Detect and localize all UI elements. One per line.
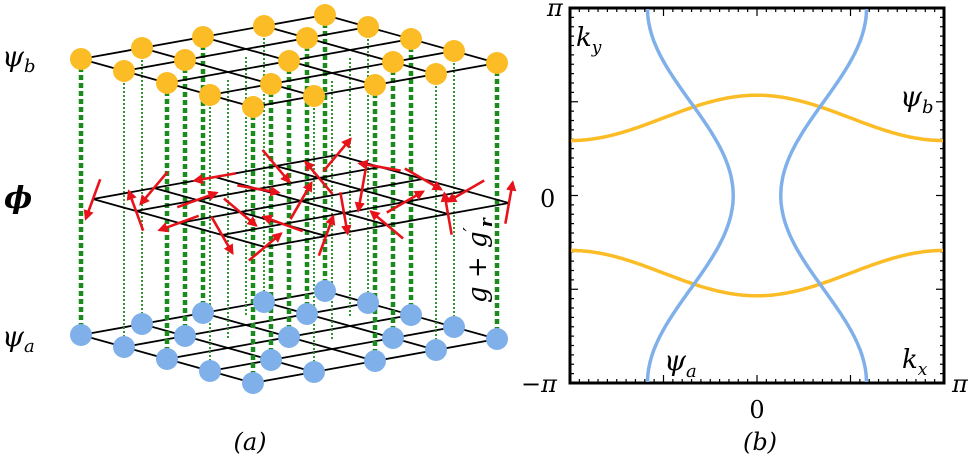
psi-b-site — [296, 27, 318, 49]
psi-b-site — [425, 63, 447, 85]
psi-b-site — [192, 26, 214, 48]
psi-a-curve-label: ψa — [664, 344, 697, 382]
psi-b-site — [174, 49, 196, 71]
psi-a-site — [156, 348, 178, 370]
psi-b-site — [278, 50, 300, 72]
spin-arrow — [261, 149, 291, 184]
spin-arrow — [289, 181, 313, 220]
psi-b-site — [443, 40, 465, 62]
axis-ticks — [569, 7, 945, 384]
spin-arrow — [339, 192, 352, 236]
psi-a-layer-label: ψa — [2, 320, 35, 357]
spin-arrow — [354, 169, 367, 213]
psi-a-site — [364, 350, 386, 372]
psi-b-site — [400, 28, 422, 50]
phi-layer-label: ϕ — [4, 181, 32, 216]
panel-b: π 0 −π 0 π ky kx ψb ψa (b) — [521, 0, 969, 456]
psi-a-site — [70, 324, 92, 346]
psi-b-site — [156, 72, 178, 94]
panel-a-caption: (a) — [233, 428, 266, 456]
psi-a-site — [400, 304, 422, 326]
psi-a-site — [296, 303, 318, 325]
spin-arrow — [248, 232, 283, 262]
y-mid-label: 0 — [540, 185, 555, 213]
psi-b-site — [364, 74, 386, 96]
spin-arrow — [304, 160, 334, 195]
psi-a-site — [113, 336, 135, 358]
spin-arrow — [357, 159, 401, 172]
psi-b-layer-label: ψb — [2, 40, 36, 77]
psi-b-site — [242, 96, 264, 118]
psi-a-site — [357, 292, 379, 314]
spin-arrow — [404, 167, 443, 191]
spin-arrow — [322, 137, 352, 172]
spin-arrow — [386, 190, 425, 214]
psi-b-site — [131, 37, 153, 59]
kx-label: kx — [902, 345, 928, 380]
spin-arrow — [369, 210, 404, 240]
psi-a-site — [242, 372, 264, 394]
spin-arrow — [440, 191, 453, 235]
spin-arrow — [192, 172, 236, 185]
spin-arrow — [446, 179, 485, 203]
psi-a-curve — [645, 9, 869, 382]
psi-b-sites — [70, 4, 508, 118]
spin-arrow — [210, 216, 234, 255]
x-mid-label: 0 — [749, 396, 764, 424]
psi-a-site — [303, 361, 325, 383]
psi-a-site — [486, 328, 508, 350]
psi-a-site — [443, 316, 465, 338]
psi-b-site — [199, 84, 221, 106]
psi-a-site — [425, 339, 447, 361]
psi-b-site — [382, 51, 404, 73]
psi-b-curve — [571, 93, 943, 298]
spin-arrow — [317, 214, 336, 257]
lattice-line — [123, 302, 369, 348]
psi-a-site — [382, 327, 404, 349]
psi-a-site — [260, 349, 282, 371]
psi-a-site — [278, 326, 300, 348]
x-right-label: π — [951, 370, 969, 398]
psi-b-curve-label: ψb — [900, 80, 934, 118]
lattice-line — [263, 301, 437, 351]
spin-arrow — [176, 190, 219, 209]
psi-a-site — [174, 325, 196, 347]
psi-a-site — [131, 313, 153, 335]
psi-b-site — [253, 15, 275, 37]
psi-b-site — [70, 48, 92, 70]
spin-arrow — [157, 214, 200, 233]
coupling-lines — [78, 23, 500, 375]
psi-b-site — [314, 4, 336, 26]
psi-b-site — [303, 85, 325, 107]
psi-b-site — [260, 73, 282, 95]
plot-frame — [568, 6, 946, 385]
spin-arrow — [261, 214, 304, 233]
psi-b-site — [113, 60, 135, 82]
y-top-label: π — [546, 0, 564, 22]
spin-arrow — [139, 171, 169, 206]
psi-a-sites — [70, 280, 508, 394]
psi-a-site — [192, 302, 214, 324]
psi-a-site — [199, 360, 221, 382]
spin-arrow — [126, 189, 145, 232]
spin-arrow — [504, 180, 517, 224]
y-bottom-label: −π — [521, 370, 558, 398]
panel-b-caption: (b) — [743, 428, 777, 456]
spin-arrow — [83, 178, 102, 221]
psi-b-site — [486, 52, 508, 74]
lattice-line — [263, 25, 437, 75]
ky-label: ky — [576, 23, 602, 58]
psi-a-site — [314, 280, 336, 302]
psi-b-site — [357, 16, 379, 38]
spin-arrow — [223, 197, 258, 227]
lattice-line — [123, 26, 369, 72]
psi-a-site — [253, 291, 275, 313]
spin-arrows — [83, 137, 517, 262]
coupling-label: g + g′r — [460, 217, 497, 303]
spin-arrow — [237, 184, 281, 197]
panel-a: ψb ϕ ψa g + g′r (a) — [2, 4, 517, 456]
